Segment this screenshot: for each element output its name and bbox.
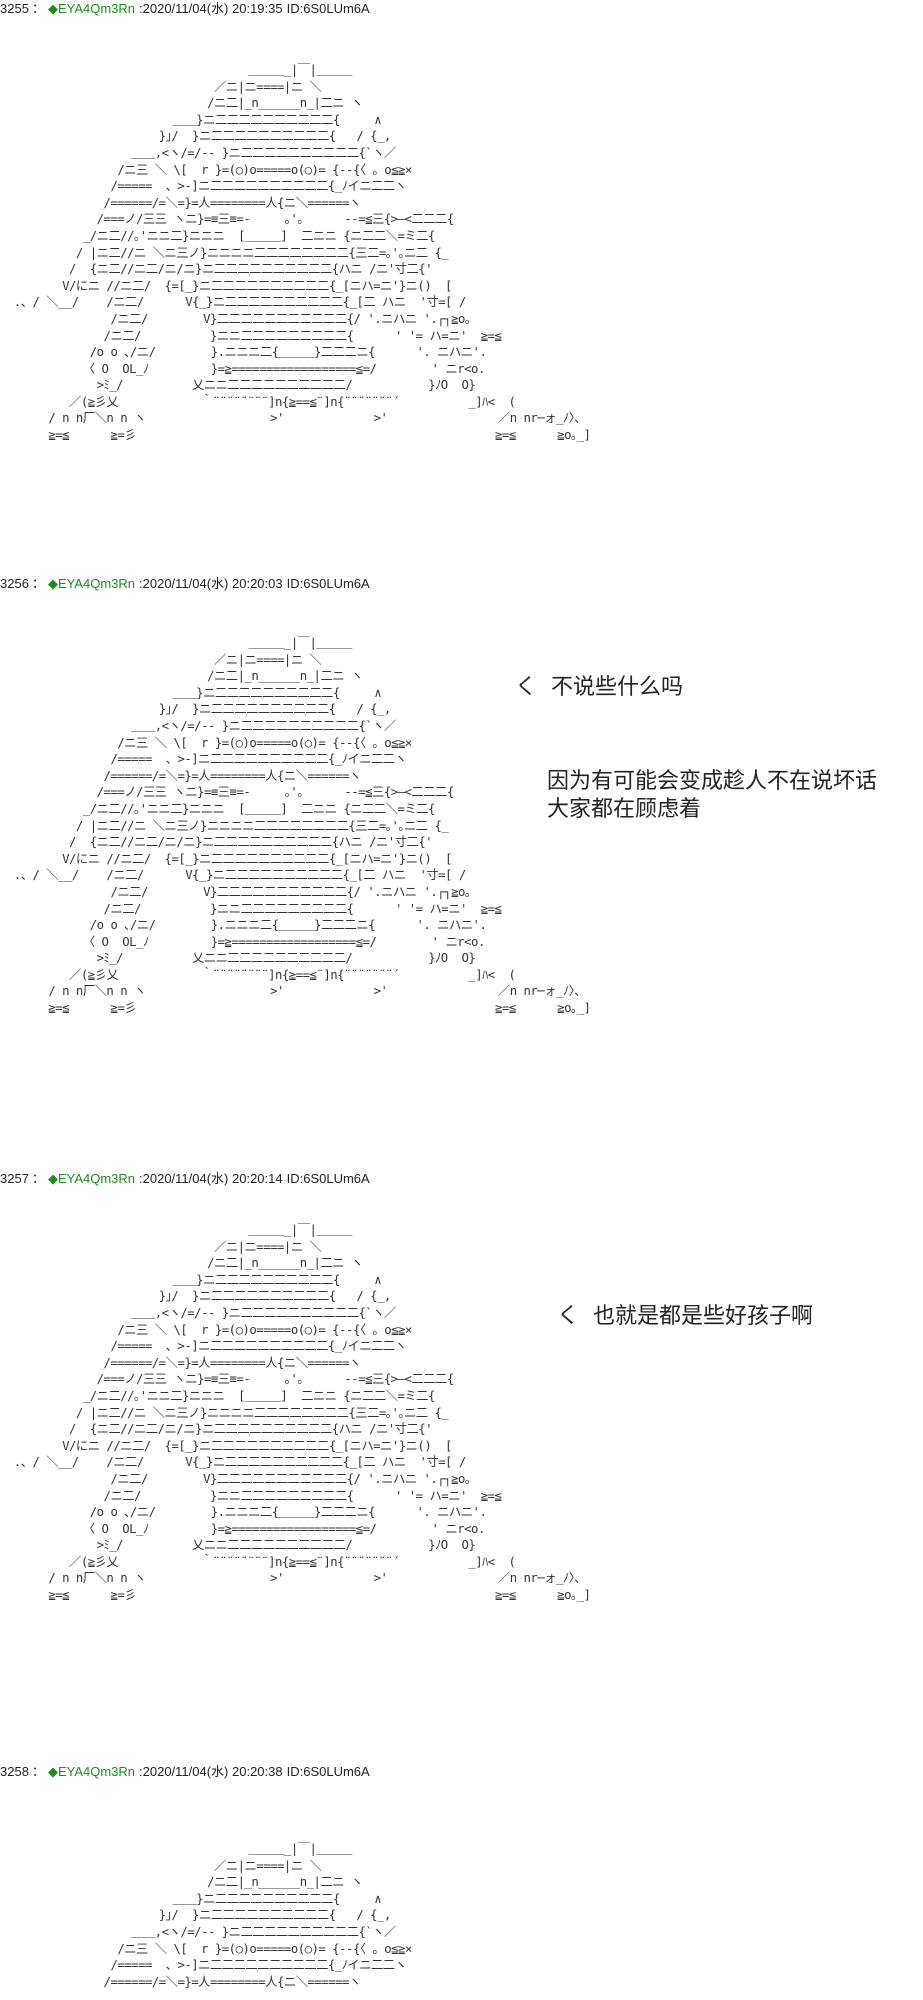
dialog-line: く 不说些什么吗 [515, 675, 683, 700]
post-id[interactable]: ID:6S0LUm6A [286, 1171, 370, 1186]
post-date: :2020/11/04(水) 20:19:35 [139, 1, 283, 16]
trip-name[interactable]: EYA4Qm3Rn [57, 1171, 136, 1186]
ascii-art: ＿＿＿_|￣|＿＿＿ ／ニ|ニ====|ニ ＼ /ニ二|_n______n_|二… [103, 1842, 413, 1989]
dialog-line: 因为有可能会变成趁人不在说坏话 [547, 769, 878, 794]
post-number: 3258 [0, 1764, 29, 1779]
trip-diamond-icon: ◆ [47, 1, 58, 16]
post-separator: ： [31, 1, 45, 16]
post-separator: ： [31, 576, 45, 591]
ascii-art: ＿＿＿_|￣|＿＿＿ ／ニ|ニ====|ニ ＼ /ニ二|_n______n_|二… [13, 636, 591, 1016]
trip-diamond-icon: ◆ [47, 576, 58, 591]
post-number: 3255 [0, 1, 29, 16]
dialog-line: く 也就是都是些好孩子啊 [557, 1304, 813, 1329]
post-date: :2020/11/04(水) 20:20:38 [139, 1764, 283, 1779]
post-number: 3257 [0, 1171, 29, 1186]
post-separator: ： [31, 1764, 45, 1779]
trip-diamond-icon: ◆ [47, 1764, 58, 1779]
trip-diamond-icon: ◆ [47, 1171, 58, 1186]
post-separator: ： [31, 1171, 45, 1186]
post-id[interactable]: ID:6S0LUm6A [286, 576, 370, 591]
dialog-line: 大家都在顾虑着 [547, 797, 702, 822]
post-date: :2020/11/04(水) 20:20:03 [139, 576, 283, 591]
post-date: :2020/11/04(水) 20:20:14 [139, 1171, 283, 1186]
post-id[interactable]: ID:6S0LUm6A [286, 1764, 370, 1779]
trip-name[interactable]: EYA4Qm3Rn [57, 1, 136, 16]
trip-name[interactable]: EYA4Qm3Rn [57, 1764, 136, 1779]
ascii-art: ＿＿＿_|￣|＿＿＿ ／ニ|ニ====|ニ ＼ /ニ二|_n______n_|二… [13, 63, 591, 443]
post-id[interactable]: ID:6S0LUm6A [286, 1, 370, 16]
post-number: 3256 [0, 576, 29, 591]
ascii-art: ＿＿＿_|￣|＿＿＿ ／ニ|ニ====|ニ ＼ /ニ二|_n______n_|二… [13, 1223, 591, 1603]
trip-name[interactable]: EYA4Qm3Rn [57, 576, 136, 591]
